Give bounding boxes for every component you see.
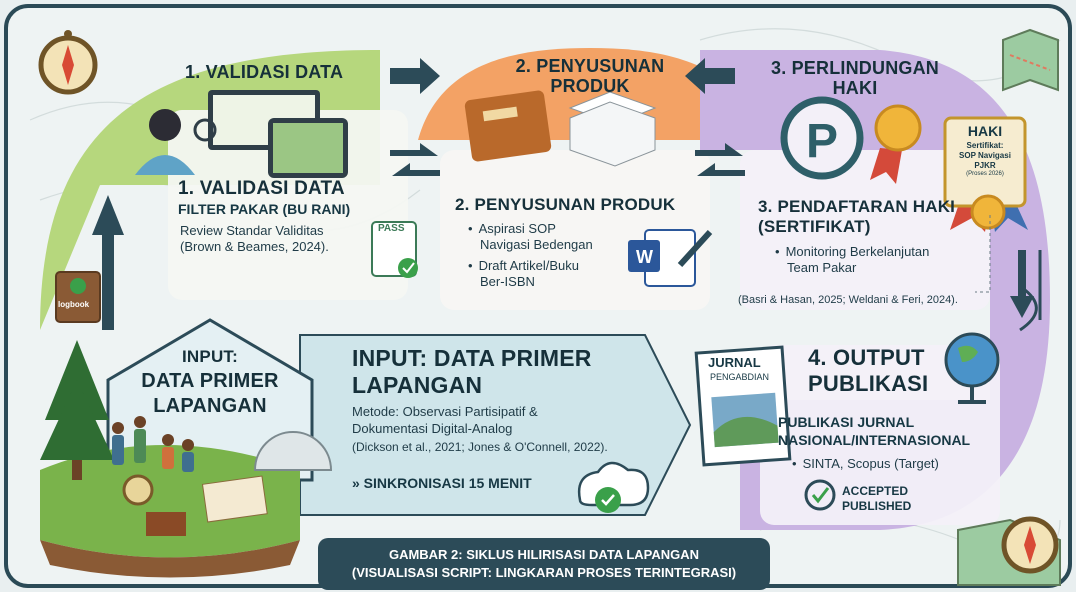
patent-p-icon: P [780,96,864,180]
cert-line3: PJKR [974,161,996,170]
cert-line2: SOP Navigasi [959,151,1011,160]
input-title-2: LAPANGAN [352,372,483,398]
step3-title-2: (SERTIFIKAT) [758,217,871,236]
map-icon [201,475,268,523]
papers-stack-icon [568,91,657,167]
step4-subtitle-1: PUBLIKASI JURNAL [778,414,915,430]
pine-tree-icon [40,340,114,480]
status-published: PUBLISHED [842,499,912,513]
medal-icon [870,104,922,184]
svg-text:W: W [636,247,653,267]
step1-subtitle: FILTER PAKAR (BU RANI) [178,201,351,217]
journal-title-1: JURNAL [708,355,761,370]
top-arrows [390,58,745,176]
cloud-sync-icon [577,461,650,513]
house-line3: LAPANGAN [153,395,267,417]
compass-bottom-icon [957,516,1061,586]
globe-icon [944,332,1000,404]
compass-small-icon [122,474,154,506]
step1-top-title: 1. VALIDASI DATA [185,62,344,82]
step1-citation: (Brown & Beames, 2024). [180,239,329,254]
logbook-label: logbook [58,300,90,309]
book-icon [464,90,552,162]
logbook-icon [55,271,101,323]
protractor-icon [253,431,333,471]
step2-bullet2-cont: Ber-ISBN [480,274,535,289]
certificate-badge-icon [943,116,1028,232]
pass-checklist-icon [371,221,418,278]
compass-icon [38,30,98,95]
panel-haki [740,150,990,310]
step2-top-title-2: PRODUK [550,76,630,96]
step3-bullet1: Monitoring Berkelanjutan [775,244,930,259]
step3-title-1: 3. PENDAFTARAN HAKI [758,197,956,216]
hikers-icon [112,416,194,472]
step3-top-title-2: HAKI [832,78,878,98]
step3-citation: (Basri & Hasan, 2025; Weldani & Feri, 20… [738,294,958,306]
step1-desc: Review Standar Validitas [180,223,324,238]
input-title-1: INPUT: DATA PRIMER [352,345,592,371]
status-accepted: ACCEPTED [842,484,909,498]
caption-box [318,538,770,590]
accepted-check-icon [804,479,836,511]
caption-line1: GAMBAR 2: SIKLUS HILIRISASI DATA LAPANGA… [388,547,700,562]
word-doc-icon: W [628,229,713,287]
svg-text:P: P [806,115,838,168]
book-small-icon [146,512,186,536]
step3-bullet1-cont: Team Pakar [787,260,857,275]
step2-title: 2. PENYUSUNAN PRODUK [455,195,676,214]
step4-subtitle-2: NASIONAL/INTERNASIONAL [778,432,971,448]
journal-icon [694,345,792,467]
cert-line1: Sertifikat: [966,141,1004,150]
input-method-1: Metode: Observasi Partisipatif & [352,404,538,419]
input-citation: (Dickson et al., 2021; Jones & O'Connell… [352,440,608,454]
researcher-icon [135,90,348,178]
step4-bullet1: SINTA, Scopus (Target) [792,456,939,471]
step4-title-1: 4. OUTPUT [808,345,925,370]
journal-title-2: PENGABDIAN [710,372,770,382]
island-soil [40,540,300,578]
step2-top-title-1: 2. PENYUSUNAN [515,56,665,76]
pass-label: PASS [378,223,405,234]
step2-bullet1-cont: Navigasi Bedengan [480,237,593,252]
house-line2: DATA PRIMER [141,370,279,392]
input-method-2: Dokumentasi Digital-Analog [352,421,513,436]
island [40,445,300,558]
step2-bullet2: Draft Artikel/Buku [468,258,579,273]
caption-line2: (VISUALISASI SCRIPT: LINGKARAN PROSES TE… [351,565,737,580]
step2-bullet1: Aspirasi SOP [468,221,556,236]
folded-map-icon [1002,28,1059,92]
cert-line4: (Proses 2026) [966,171,1004,177]
cert-title: HAKI [967,123,1003,139]
step1-title: 1. VALIDASI DATA [178,178,345,199]
step3-top-title-1: 3. PERLINDUNGAN [770,58,939,78]
step4-title-2: PUBLIKASI [808,371,929,396]
sync-label: » SINKRONISASI 15 MENIT [352,475,532,491]
house-line1: INPUT: [182,347,238,366]
